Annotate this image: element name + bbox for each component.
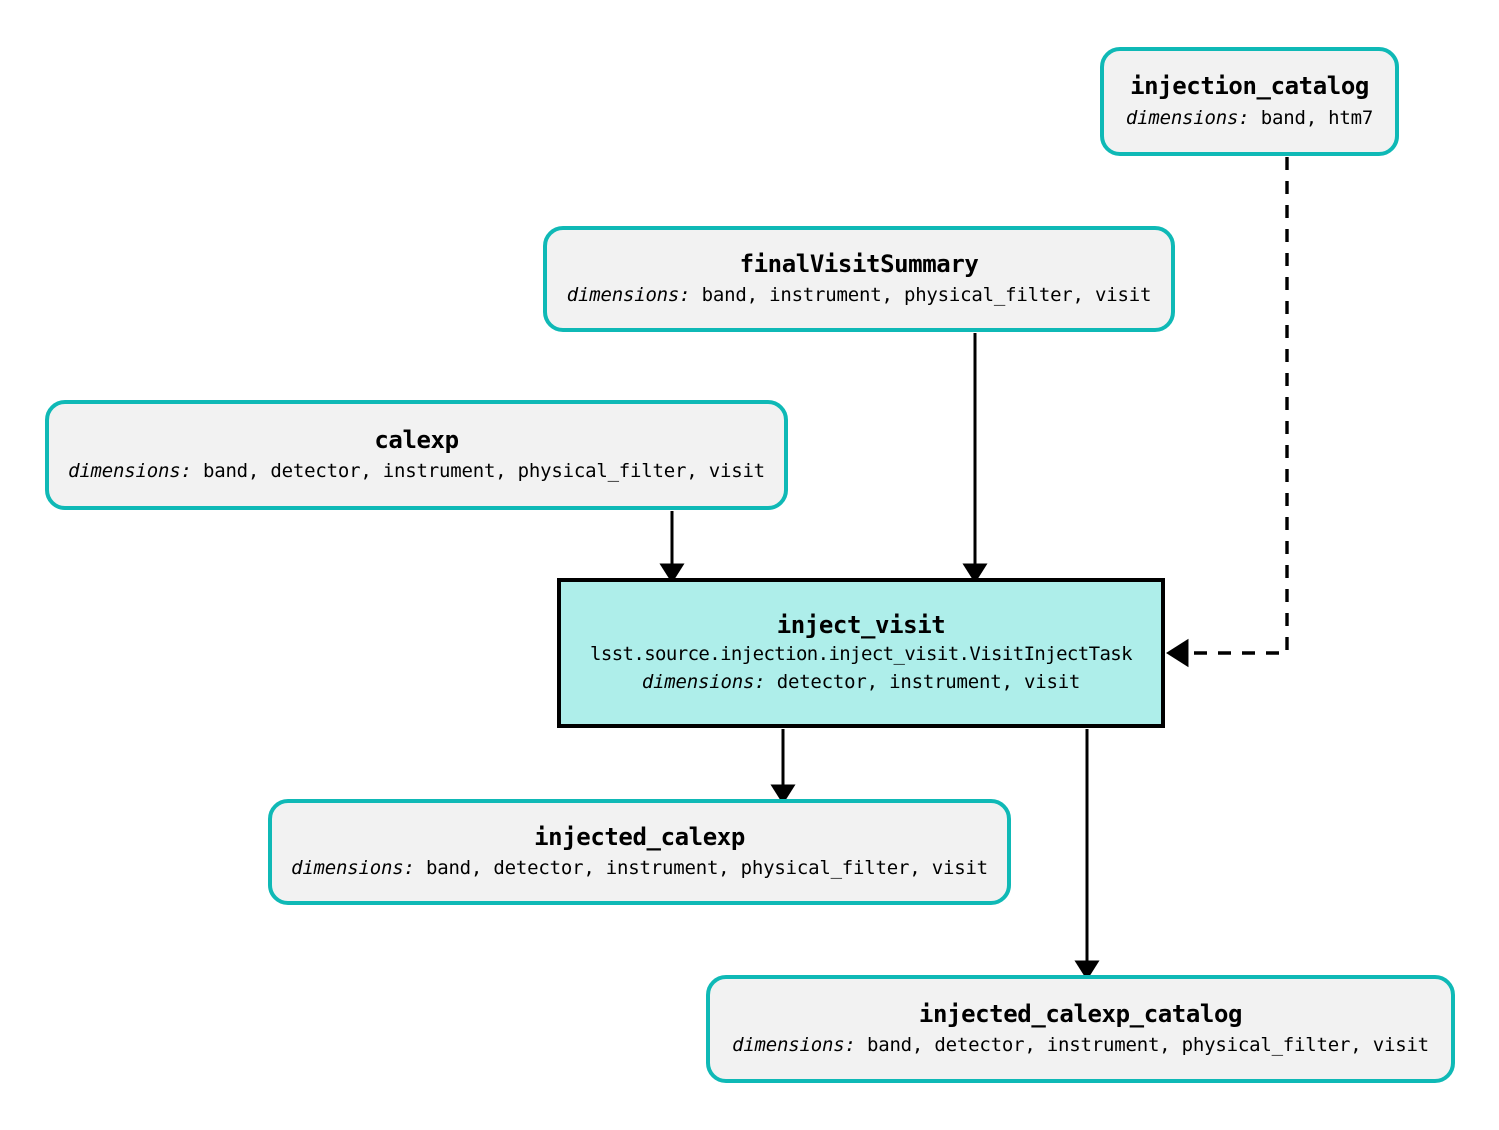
- dimensions-key: dimensions:: [68, 460, 192, 483]
- dimensions-value: band, detector, instrument, physical_fil…: [425, 857, 988, 880]
- dimensions-value: detector, instrument, visit: [776, 671, 1081, 694]
- node-title: injected_calexp_catalog: [918, 999, 1243, 1028]
- dimensions-key: dimensions:: [1125, 106, 1250, 129]
- dimensions-value: band, detector, instrument, physical_fil…: [202, 460, 765, 483]
- node-dimensions: dimensions: band, htm7: [1125, 106, 1374, 130]
- node-dimensions: dimensions: band, detector, instrument, …: [732, 1034, 1429, 1057]
- edge-injection_catalog-to-inject_visit: [1166, 157, 1289, 668]
- dimensions-key: dimensions:: [641, 671, 766, 694]
- node-title: calexp: [374, 425, 459, 454]
- dimensions-key: dimensions:: [566, 284, 691, 307]
- dimensions-value: band, htm7: [1260, 106, 1374, 129]
- node-title: injected_calexp: [534, 822, 745, 851]
- node-injected-calexp[interactable]: injected_calexp dimensions: band, detect…: [268, 799, 1011, 905]
- dimensions-value: band, instrument, physical_filter, visit: [701, 284, 1152, 307]
- node-dimensions: dimensions: band, detector, instrument, …: [291, 857, 988, 880]
- node-task-class: lsst.source.injection.inject_visit.Visit…: [590, 643, 1133, 666]
- dimensions-key: dimensions:: [732, 1034, 856, 1057]
- node-title: finalVisitSummary: [739, 249, 979, 278]
- node-calexp[interactable]: calexp dimensions: band, detector, instr…: [45, 400, 788, 510]
- dimensions-value: band, detector, instrument, physical_fil…: [866, 1034, 1429, 1057]
- node-dimensions: dimensions: band, detector, instrument, …: [68, 460, 765, 483]
- node-dimensions: dimensions: detector, instrument, visit: [641, 671, 1081, 694]
- node-title: inject_visit: [776, 610, 946, 639]
- node-inject-visit-task[interactable]: inject_visit lsst.source.injection.injec…: [557, 578, 1165, 728]
- node-injection-catalog[interactable]: injection_catalog dimensions: band, htm7: [1100, 47, 1399, 156]
- node-injected-calexp-catalog[interactable]: injected_calexp_catalog dimensions: band…: [706, 975, 1455, 1083]
- dimensions-key: dimensions:: [291, 857, 415, 880]
- node-dimensions: dimensions: band, instrument, physical_f…: [566, 284, 1152, 307]
- node-title: injection_catalog: [1130, 72, 1369, 101]
- node-final-visit-summary[interactable]: finalVisitSummary dimensions: band, inst…: [543, 226, 1175, 332]
